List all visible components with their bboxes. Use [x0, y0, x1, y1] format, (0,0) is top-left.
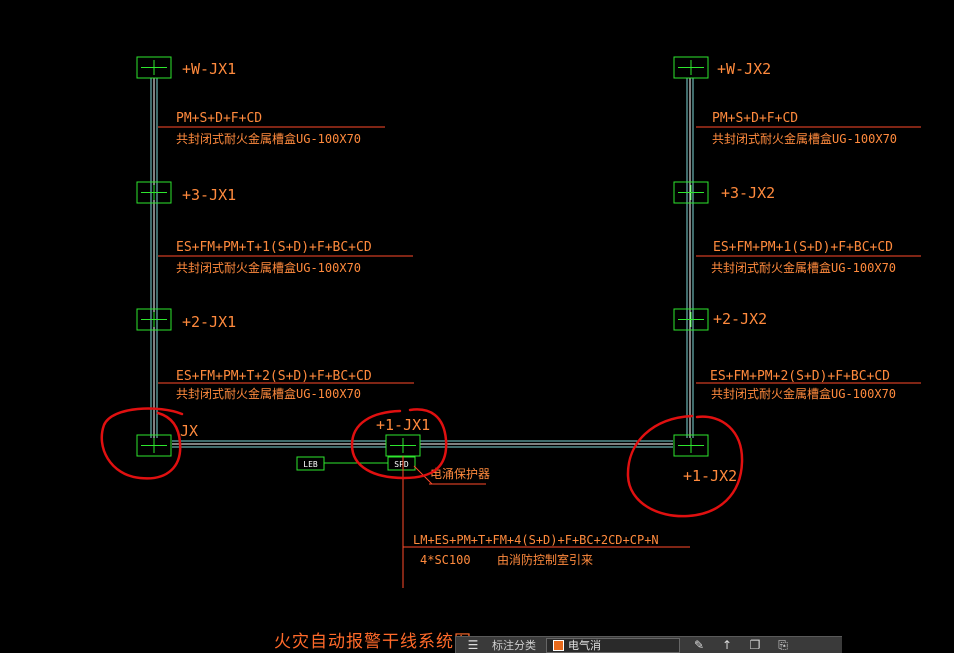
svg-text:共封闭式耐火金属槽盒UG-100X70: 共封闭式耐火金属槽盒UG-100X70 [712, 131, 897, 146]
right-cable-2: ES+FM+PM+1(S+D)+F+BC+CD 共封闭式耐火金属槽盒UG-100… [696, 240, 921, 275]
spd-box[interactable]: SPD [387, 456, 416, 471]
svg-text:共封闭式耐火金属槽盒UG-100X70: 共封闭式耐火金属槽盒UG-100X70 [176, 131, 361, 146]
svg-text:ES+FM+PM+2(S+D)+F+BC+CD: ES+FM+PM+2(S+D)+F+BC+CD [710, 369, 890, 384]
junction-box-right-3[interactable]: +3-JX2 [673, 181, 775, 204]
svg-text:LM+ES+PM+T+FM+4(S+D)+F+BC+2CD+: LM+ES+PM+T+FM+4(S+D)+F+BC+2CD+CP+N [413, 533, 659, 547]
box-label: +3-JX2 [721, 184, 775, 202]
red-annotation-circles [100, 407, 744, 518]
left-cable-2: ES+FM+PM+T+1(S+D)+F+BC+CD 共封闭式耐火金属槽盒UG-1… [158, 240, 413, 275]
arrow-up-icon[interactable]: ↑ [721, 638, 733, 652]
junction-box-right-2[interactable]: +2-JX2 [673, 308, 767, 331]
svg-text:火灾自动报警干线系统图: 火灾自动报警干线系统图 [274, 632, 472, 652]
junction-box-left-jx[interactable]: JX [136, 422, 198, 457]
box-label: JX [180, 422, 198, 440]
box-label: +2-JX2 [713, 310, 767, 328]
svg-text:SPD: SPD [394, 460, 409, 469]
leb-box[interactable]: LEB [296, 456, 388, 471]
layer-color-swatch [553, 639, 564, 651]
junction-box-left-2[interactable]: +2-JX1 [136, 308, 236, 331]
svg-text:ES+FM+PM+T+1(S+D)+F+BC+CD: ES+FM+PM+T+1(S+D)+F+BC+CD [176, 240, 372, 255]
svg-text:4*SC100: 4*SC100 [420, 553, 471, 567]
annotation-icon[interactable]: ☰ [467, 638, 479, 652]
junction-box-left-w[interactable]: +W-JX1 [136, 56, 236, 79]
svg-text:电涌保护器: 电涌保护器 [430, 467, 490, 481]
junction-box-left-3[interactable]: +3-JX1 [136, 181, 236, 204]
annotation-circle-right [626, 414, 744, 518]
svg-text:ES+FM+PM+1(S+D)+F+BC+CD: ES+FM+PM+1(S+D)+F+BC+CD [713, 240, 893, 255]
box-label: +3-JX1 [182, 186, 236, 204]
svg-text:LEB: LEB [303, 460, 318, 469]
layer-name: 电气消 [568, 639, 601, 652]
left-cable-1: PM+S+D+F+CD 共封闭式耐火金属槽盒UG-100X70 [158, 111, 385, 146]
right-cable-3: ES+FM+PM+2(S+D)+F+BC+CD 共封闭式耐火金属槽盒UG-100… [696, 369, 921, 401]
horizontal-trunk [172, 440, 673, 448]
copy-icon[interactable]: ❐ [749, 638, 761, 652]
junction-box-right-1[interactable]: +1-JX2 [673, 434, 737, 485]
svg-text:共封闭式耐火金属槽盒UG-100X70: 共封闭式耐火金属槽盒UG-100X70 [176, 386, 361, 401]
junction-box-right-w[interactable]: +W-JX2 [673, 56, 771, 79]
svg-text:由消防控制室引来: 由消防控制室引来 [497, 552, 593, 567]
clipboard-icon[interactable]: ⎘ [778, 637, 788, 652]
box-label: +1-JX1 [376, 416, 430, 434]
svg-text:ES+FM+PM+T+2(S+D)+F+BC+CD: ES+FM+PM+T+2(S+D)+F+BC+CD [176, 369, 372, 384]
pencil-icon[interactable]: ✎ [693, 638, 705, 652]
box-label: +W-JX1 [182, 60, 236, 78]
svg-text:共封闭式耐火金属槽盒UG-100X70: 共封闭式耐火金属槽盒UG-100X70 [176, 260, 361, 275]
svg-text:PM+S+D+F+CD: PM+S+D+F+CD [712, 111, 798, 126]
box-label: +2-JX1 [182, 313, 236, 331]
right-cable-1: PM+S+D+F+CD 共封闭式耐火金属槽盒UG-100X70 [696, 111, 921, 146]
left-cable-3: ES+FM+PM+T+2(S+D)+F+BC+CD 共封闭式耐火金属槽盒UG-1… [158, 369, 414, 401]
junction-box-middle[interactable]: +1-JX1 [376, 416, 430, 457]
box-label: +1-JX2 [683, 467, 737, 485]
diagram-title: 火灾自动报警干线系统图 [274, 632, 472, 652]
left-riser [150, 78, 158, 438]
annotation-circle-left [100, 407, 184, 480]
annotation-circle-middle [350, 408, 448, 480]
incoming-line: LM+ES+PM+T+FM+4(S+D)+F+BC+2CD+CP+N 4*SC1… [402, 456, 690, 588]
bottom-toolbar: ☰ 标注分类 电气消 ✎ ↑ ❐ ⎘ [455, 636, 842, 653]
box-label: +W-JX2 [717, 60, 771, 78]
svg-text:共封闭式耐火金属槽盒UG-100X70: 共封闭式耐火金属槽盒UG-100X70 [711, 386, 896, 401]
layer-dropdown[interactable]: 电气消 [546, 637, 680, 653]
svg-text:PM+S+D+F+CD: PM+S+D+F+CD [176, 111, 262, 126]
right-riser [686, 78, 694, 438]
svg-text:共封闭式耐火金属槽盒UG-100X70: 共封闭式耐火金属槽盒UG-100X70 [711, 260, 896, 275]
toolbar-label: 标注分类 [492, 639, 536, 652]
